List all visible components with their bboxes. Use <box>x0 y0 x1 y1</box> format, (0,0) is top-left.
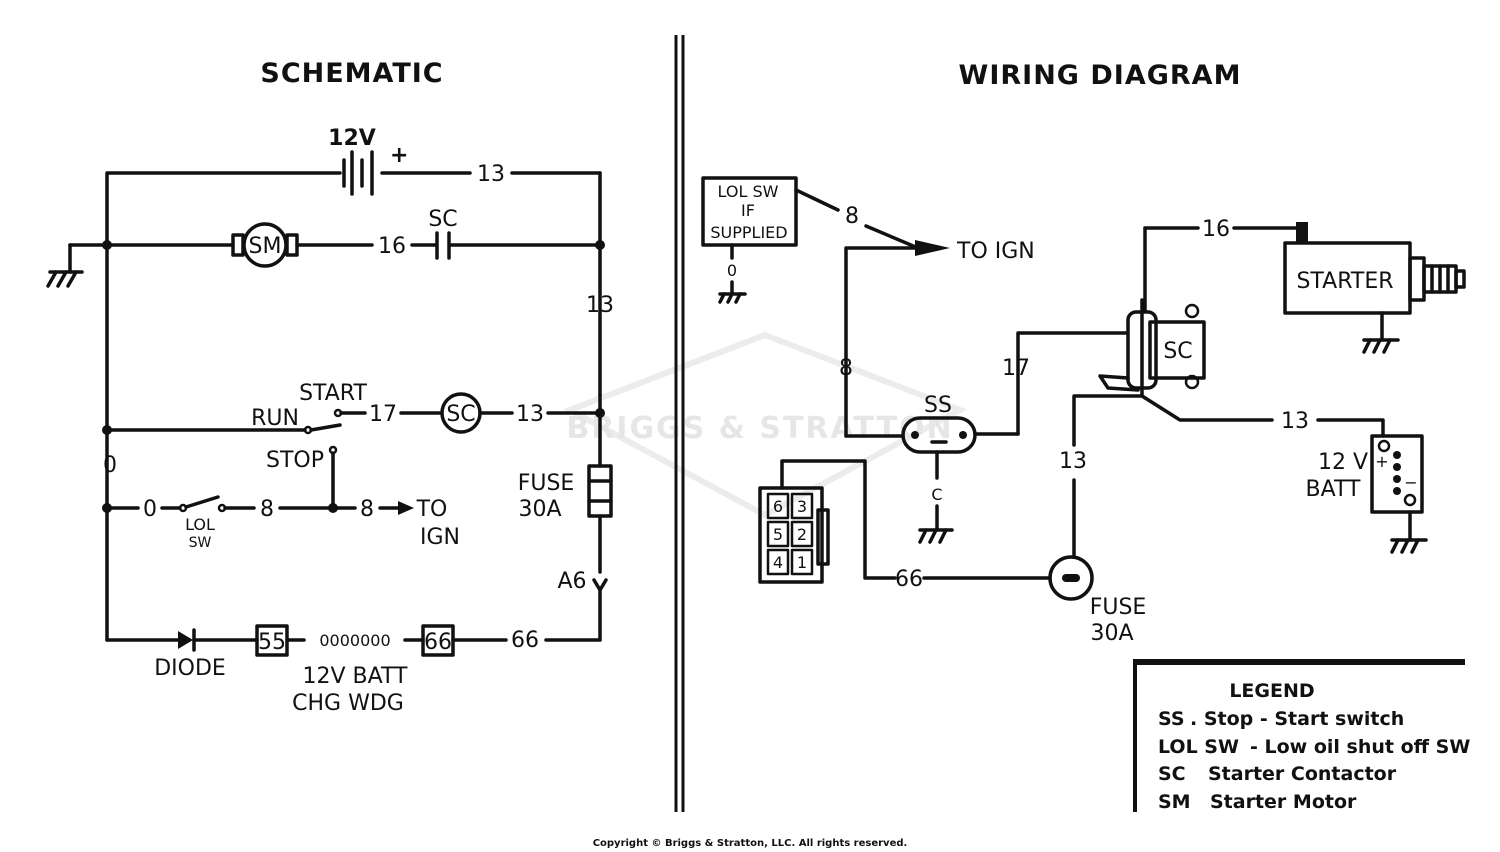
wire-label-a6: A6 <box>557 569 586 594</box>
copyright-text: Copyright © Briggs & Stratton, LLC. All … <box>593 838 908 849</box>
arrow-icon <box>915 240 950 256</box>
legend: LEGEND SS . Stop - Start switch LOL SW -… <box>1133 659 1470 813</box>
connector-cell: 4 <box>773 553 783 572</box>
sw-label: SW <box>189 535 212 551</box>
arrow-icon <box>398 501 414 515</box>
lol-switch-box <box>701 176 798 247</box>
connector-cell: 6 <box>773 497 783 516</box>
wire-label-13-top: 13 <box>477 162 505 187</box>
connector-cell: 2 <box>797 525 807 544</box>
starter-label: STARTER <box>1296 269 1393 294</box>
contactor-contacts-icon <box>435 231 451 260</box>
wire-label-17: 17 <box>369 402 397 427</box>
starter-gear-icon <box>1408 256 1466 302</box>
connector-icon <box>758 486 830 584</box>
connector-cell: 5 <box>773 525 783 544</box>
sc-label: SC <box>428 207 457 232</box>
watermark-text: BRIGGS & STRATTON <box>566 411 953 446</box>
run-label: RUN <box>251 406 299 431</box>
battery-box <box>1370 434 1424 514</box>
wire-label-0b: 0 <box>143 497 157 522</box>
wire-label-66: 66 <box>511 628 539 653</box>
start-label: START <box>299 381 367 406</box>
lol-wire-0: 0 <box>727 261 737 280</box>
wire-label-13-mid: 13 <box>516 402 544 427</box>
ign-label: IGN <box>420 525 460 550</box>
sm-label: SM <box>249 234 282 259</box>
battery-icon <box>342 150 374 196</box>
wire-label-16-wd: 16 <box>1202 217 1230 242</box>
wire-label-c: C <box>931 485 942 504</box>
ground-icon <box>1390 510 1428 554</box>
to-ign-label: TO IGN <box>956 239 1035 264</box>
sc-coil-label: SC <box>446 402 475 427</box>
legend-abbr-sc: SC <box>1158 763 1186 785</box>
watermark: BRIGGS & STRATTON <box>562 331 968 519</box>
diode-label: DIODE <box>154 656 226 681</box>
ground-icon <box>918 504 954 544</box>
legend-desc-sc: Starter Contactor <box>1208 763 1397 785</box>
lol-box-line1: LOL SW <box>718 182 779 201</box>
battery-plus-wd: + <box>1375 452 1388 471</box>
wire-label-8b-wd: 8 <box>839 356 853 381</box>
legend-abbr-ss: SS <box>1158 708 1185 730</box>
diode-icon <box>178 628 196 652</box>
lol-label: LOL <box>185 515 215 534</box>
connector-cell: 3 <box>797 497 807 516</box>
lol-box-line2: IF <box>741 201 755 220</box>
batt-chg-line2: CHG WDG <box>292 691 404 716</box>
battery-label-line1: 12 V <box>1318 450 1368 475</box>
ground-icon <box>46 243 109 288</box>
legend-desc-lol: - Low oil shut off SW <box>1250 736 1470 758</box>
stop-label: STOP <box>266 448 324 473</box>
fuse-label-wd: FUSE <box>1090 595 1147 620</box>
charge-winding-icon: 0000000 <box>319 631 390 650</box>
fuse-amp-label: 30A <box>518 497 561 522</box>
legend-abbr-lol: LOL SW <box>1158 736 1239 758</box>
wire-label-16: 16 <box>378 234 406 259</box>
schematic-title: SCHEMATIC <box>260 58 443 89</box>
ground-icon <box>1362 311 1400 354</box>
wire-label-17-wd: 17 <box>1002 356 1030 381</box>
wire-label-13-right: 13 <box>586 293 614 318</box>
wire-label-13a-wd: 13 <box>1281 409 1309 434</box>
fuse-amp-wd: 30A <box>1090 621 1133 646</box>
terminal-55-label: 55 <box>258 630 286 655</box>
batt-chg-line1: 12V BATT <box>303 664 409 689</box>
contactor-icon <box>1098 298 1206 398</box>
wiring-panel: WIRING DIAGRAM LOL SW IF SUPPLIED 0 8 TO… <box>701 60 1466 646</box>
wire-label-8b: 8 <box>360 497 374 522</box>
ss-label: SS <box>924 393 952 418</box>
lol-box-line3: SUPPLIED <box>710 223 787 242</box>
wire-label-13b-wd: 13 <box>1059 449 1087 474</box>
fuse-label: FUSE <box>518 471 575 496</box>
terminal-66-label: 66 <box>424 630 452 655</box>
legend-desc-ss: . Stop - Start switch <box>1190 708 1404 730</box>
divider <box>674 35 685 812</box>
sc-label-wd: SC <box>1163 339 1192 364</box>
ground-icon <box>718 280 747 304</box>
battery-voltage-label: 12V <box>328 126 376 151</box>
wire-label-8a-wd: 8 <box>845 204 859 229</box>
legend-abbr-sm: SM <box>1158 791 1191 813</box>
battery-label-line2: BATT <box>1306 477 1361 502</box>
legend-desc-sm: Starter Motor <box>1210 791 1357 813</box>
wire-label-66-wd: 66 <box>895 567 923 592</box>
wiring-title: WIRING DIAGRAM <box>959 60 1242 91</box>
wire-label-0: 0 <box>103 453 117 478</box>
fuse-icon <box>587 464 613 518</box>
wire-label-8a: 8 <box>260 497 274 522</box>
battery-minus-wd: − <box>1404 473 1417 492</box>
battery-plus-label: + <box>390 143 408 168</box>
schematic-panel: SCHEMATIC 12V + 13 S <box>46 58 614 716</box>
to-label: TO <box>416 497 448 522</box>
legend-title: LEGEND <box>1229 680 1314 702</box>
connector-cell: 1 <box>797 553 807 572</box>
